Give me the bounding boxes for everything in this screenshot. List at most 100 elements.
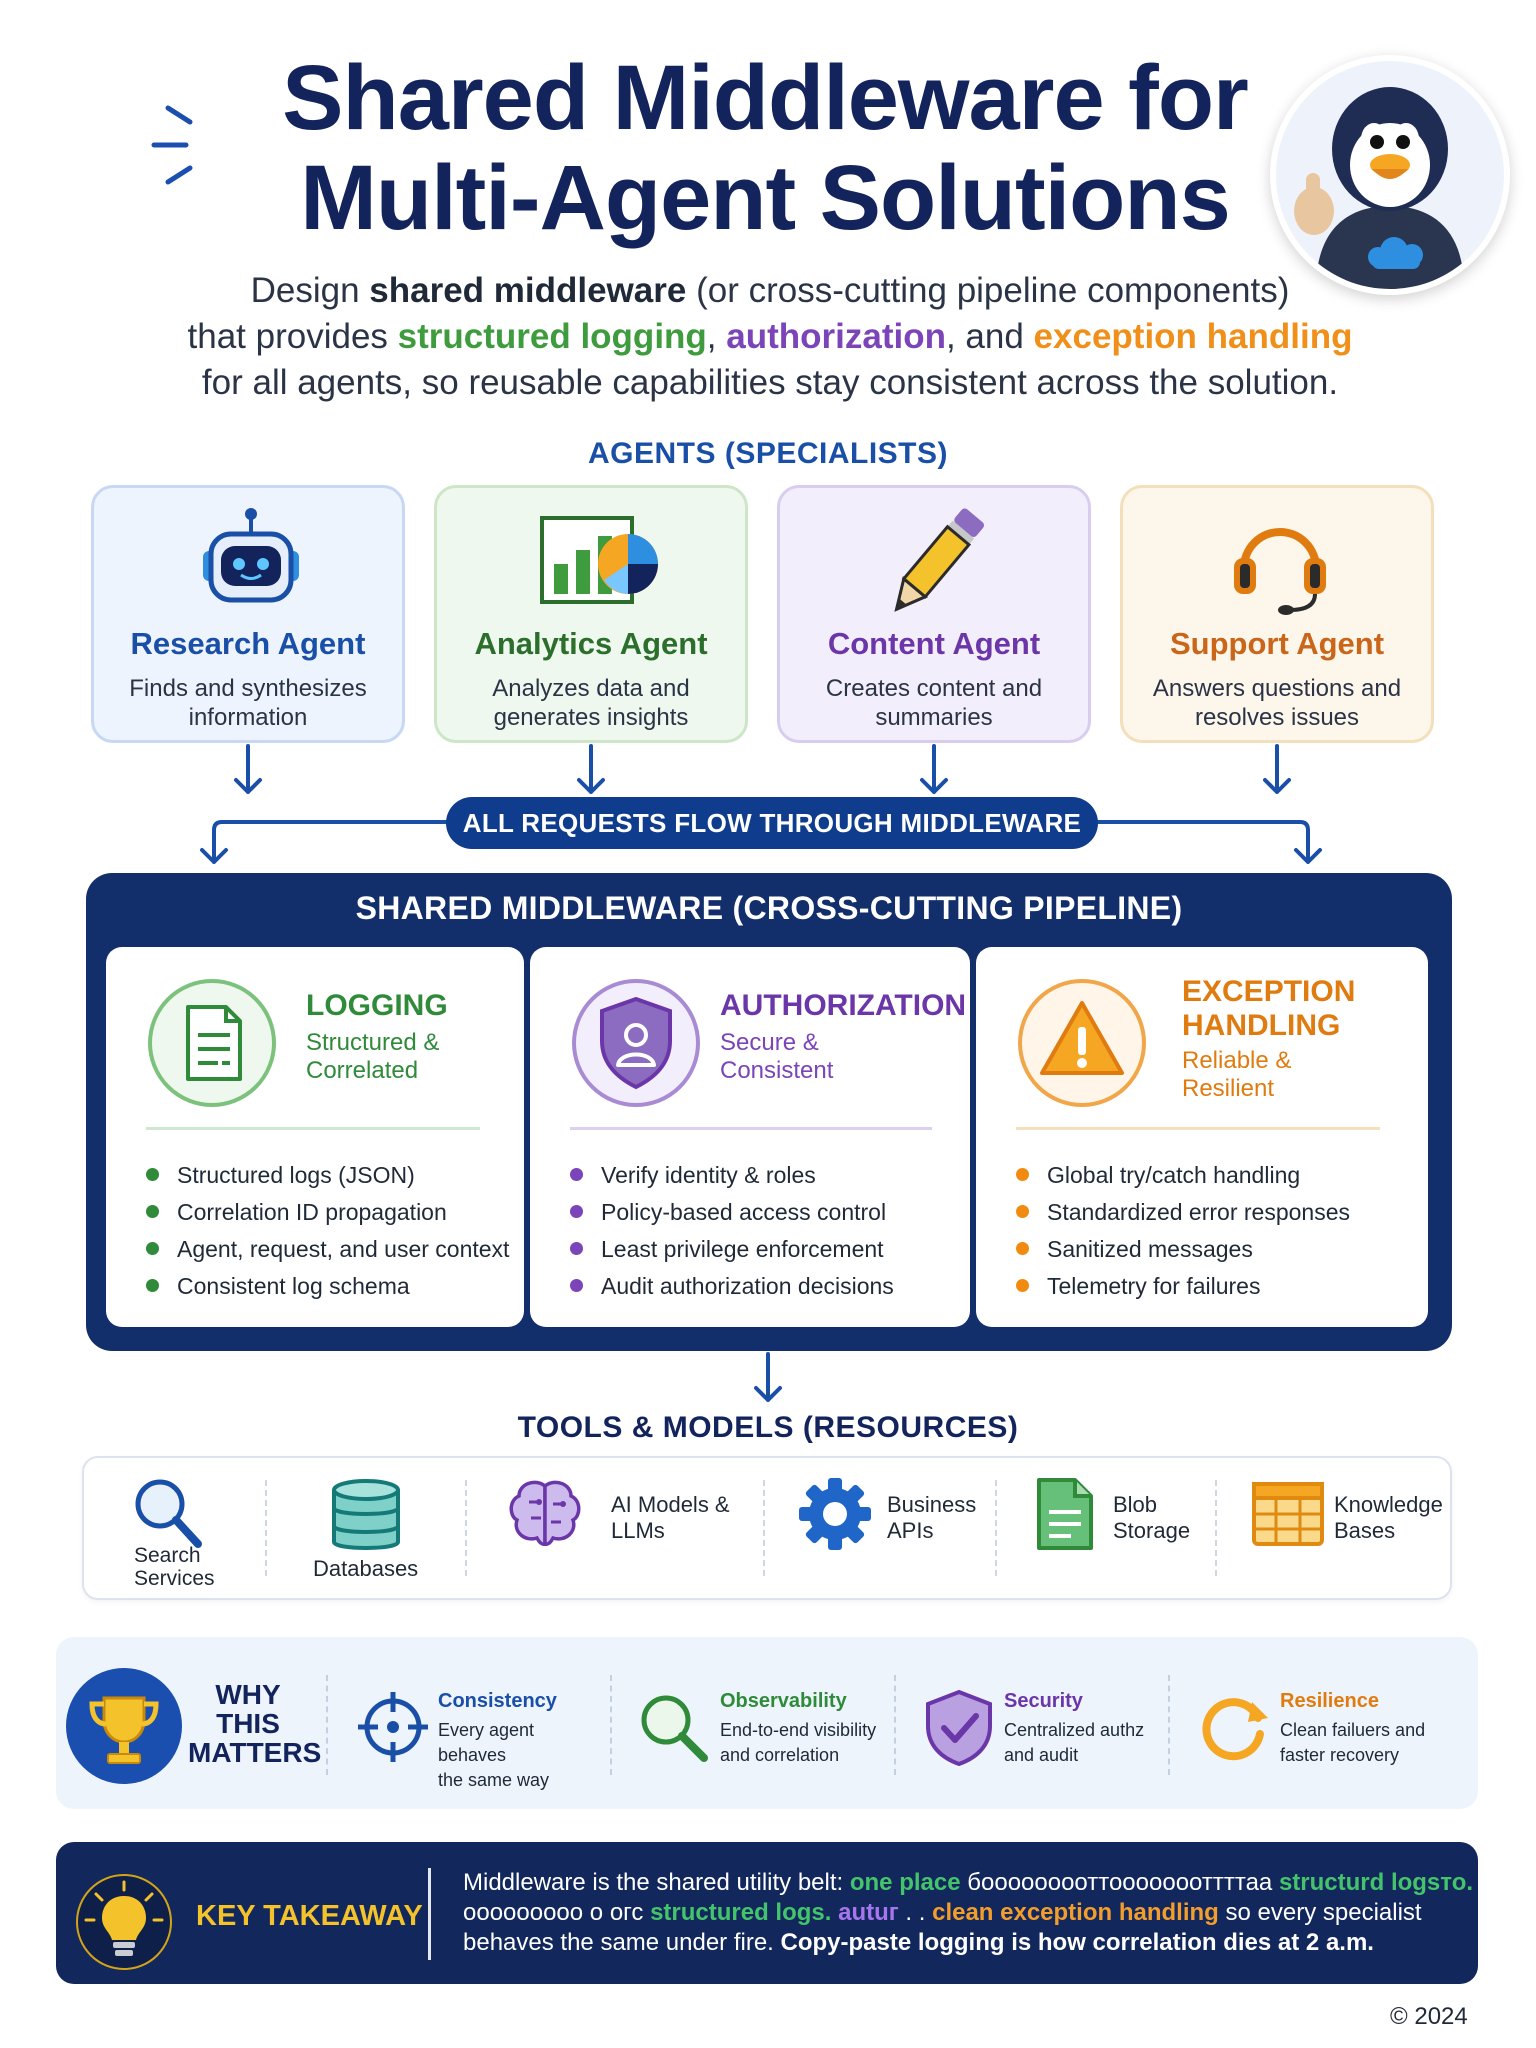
why-item-title: Consistency (438, 1690, 557, 1712)
agent-name: Support Agent (1169, 626, 1385, 661)
refresh-icon (1202, 1698, 1268, 1761)
why-item-title: Resilience (1280, 1690, 1379, 1712)
agent-name: Research Agent (130, 626, 366, 661)
why-item-title: Observability (720, 1690, 847, 1712)
resources-box (82, 1456, 1452, 1600)
sparkle-icon (151, 105, 193, 185)
separator (763, 1480, 765, 1576)
search-icon (135, 1479, 202, 1548)
database-icon (332, 1479, 400, 1550)
chart-icon (540, 516, 658, 604)
list-item: Global try/catch handling (1016, 1157, 1350, 1194)
logging-heading: LOGGING (306, 989, 448, 1022)
gear-icon (799, 1478, 871, 1550)
pencil-icon (894, 508, 985, 612)
magnifier-icon (641, 1695, 708, 1762)
separator (610, 1675, 612, 1775)
separator (428, 1868, 431, 1960)
key-takeaway-box (56, 1842, 1478, 1984)
separator (265, 1480, 267, 1576)
authorization-subheading: Secure &Consistent (720, 1029, 834, 1084)
separator (894, 1675, 896, 1775)
resource-databases[interactable]: Databases (290, 1474, 450, 1586)
subtitle-text: that provides (187, 317, 398, 356)
list-item: Standardized error responses (1016, 1194, 1350, 1231)
agent-name: Analytics Agent (474, 626, 708, 661)
separator (995, 1480, 997, 1576)
crosshair-icon (358, 1692, 428, 1762)
key-takeaway-label: KEY TAKEAWAY (196, 1900, 423, 1932)
exception-subheading: Reliable &Resilient (1182, 1047, 1292, 1102)
divider (570, 1127, 932, 1130)
list-item: Structured logs (JSON) (146, 1157, 509, 1194)
subtitle-highlight-logging: structured logging (397, 317, 707, 356)
robot-icon (203, 508, 299, 603)
trophy-icon (66, 1668, 182, 1784)
authorization-card[interactable]: AUTHORIZATION Secure &Consistent Verify … (530, 947, 970, 1327)
down-arrow-icon (754, 1352, 782, 1402)
subtitle-highlight-authorization: authorization (726, 317, 946, 356)
title-line-1: Shared Middleware for (282, 47, 1249, 149)
agents-section-label: AGENTS (SPECIALISTS) (587, 437, 949, 470)
log-document-icon (148, 979, 276, 1107)
subtitle-text: , and (945, 317, 1034, 356)
brain-icon (509, 1480, 581, 1546)
separator (1215, 1480, 1217, 1576)
list-item: Policy-based access control (570, 1194, 894, 1231)
warning-icon (1018, 979, 1146, 1107)
key-takeaway-text: Middleware is the shared utility belt: o… (463, 1869, 1474, 1956)
why-matters-box (56, 1637, 1478, 1809)
title-line-2: Multi-Agent Solutions (300, 147, 1231, 249)
subtitle-text: (or cross-cutting pipeline components) (686, 271, 1290, 310)
list-item: Consistent log schema (146, 1268, 509, 1305)
logging-card[interactable]: LOGGING Structured &Correlated Structure… (106, 947, 524, 1327)
copyright: © 2024 (1390, 2003, 1468, 2030)
list-item: Verify identity & roles (570, 1157, 894, 1194)
middleware-title: SHARED MIDDLEWARE (CROSS-CUTTING PIPELIN… (355, 890, 1183, 926)
lightbulb-icon (76, 1874, 172, 1970)
divider (1016, 1127, 1380, 1130)
list-item: Telemetry for failures (1016, 1268, 1350, 1305)
list-item: Correlation ID propagation (146, 1194, 509, 1231)
authorization-heading: AUTHORIZATION (720, 989, 967, 1022)
list-item: Least privilege enforcement (570, 1231, 894, 1268)
resource-ai-models[interactable]: AI Models &LLMs (505, 1474, 755, 1586)
file-icon (1037, 1478, 1093, 1550)
subtitle-highlight-middleware: shared middleware (369, 271, 687, 310)
divider (146, 1127, 480, 1130)
flow-arrows (200, 744, 1322, 864)
subtitle-highlight-exception: exception handling (1033, 317, 1353, 356)
why-item-title: Security (1004, 1690, 1083, 1712)
logging-subheading: Structured &Correlated (306, 1029, 440, 1084)
resource-label: Databases (313, 1556, 419, 1581)
agent-name: Content Agent (827, 626, 1041, 661)
list-item: Audit authorization decisions (570, 1268, 894, 1305)
logging-list: Structured logs (JSON) Correlation ID pr… (146, 1157, 509, 1305)
authorization-list: Verify identity & roles Policy-based acc… (570, 1157, 894, 1305)
